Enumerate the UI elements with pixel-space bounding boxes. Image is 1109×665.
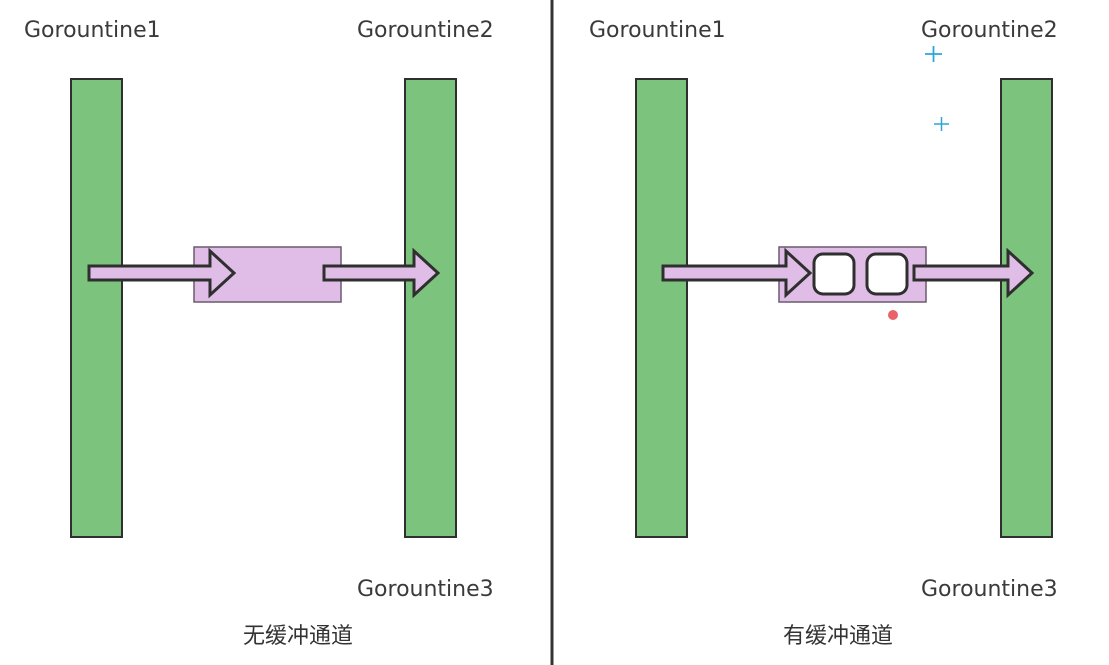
- left-goroutine2-label: Gorountine2: [357, 18, 494, 43]
- left-arrow-in: [87, 247, 237, 299]
- right-goroutine1-label: Gorountine1: [589, 18, 726, 43]
- buffer-slot-1: [812, 252, 856, 296]
- left-lane-goroutine2: [404, 78, 457, 538]
- right-caption: 有缓冲通道: [783, 624, 894, 649]
- left-arrow-out: [322, 247, 441, 299]
- right-arrow-out: [912, 247, 1035, 299]
- left-lane-goroutine1: [70, 78, 123, 538]
- right-lane-goroutine1: [635, 78, 688, 538]
- left-caption: 无缓冲通道: [243, 624, 354, 649]
- right-arrow-in: [661, 247, 813, 299]
- cursor-dot-icon: [888, 310, 898, 320]
- crosshair-icon: [934, 117, 949, 131]
- left-goroutine1-label: Gorountine1: [24, 18, 161, 43]
- crosshair-icon: [925, 46, 942, 62]
- right-goroutine3-label: Gorountine3: [921, 577, 1058, 602]
- right-lane-goroutine2: [1000, 78, 1053, 538]
- left-goroutine3-label: Gorountine3: [357, 577, 494, 602]
- buffer-slot-2: [865, 252, 909, 296]
- right-goroutine2-label: Gorountine2: [921, 18, 1058, 43]
